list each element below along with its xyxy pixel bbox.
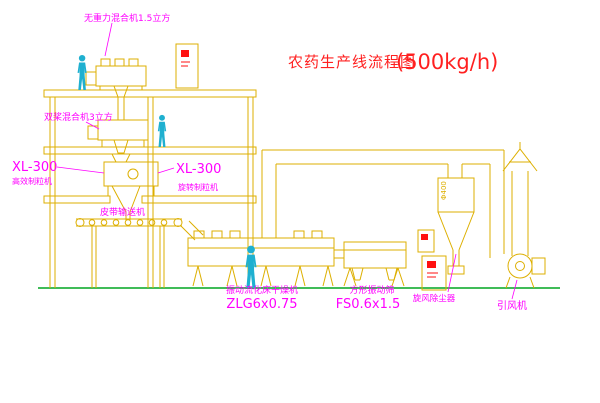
- leader-line: [447, 253, 457, 293]
- leader-line: [104, 22, 113, 57]
- cyclone-separator: Φ400: [437, 164, 475, 275]
- diagram-title-capacity: (500kg/h): [396, 50, 498, 74]
- cyclone-diameter-label: Φ400: [440, 181, 448, 200]
- mid-mixer: [87, 97, 149, 154]
- top-mixer: [85, 58, 147, 98]
- control-cabinet-right-lower: [421, 255, 447, 291]
- label-dryer-name: 振动流化床干燥机: [226, 284, 298, 296]
- person-icon: [157, 114, 167, 147]
- person-icon: [77, 54, 87, 90]
- label-fan: 引风机: [497, 299, 527, 312]
- label-cyclone: 旋风除尘器: [413, 293, 456, 304]
- fluid-bed-dryer: [187, 230, 335, 287]
- leader-line: [85, 121, 100, 130]
- exhaust-duct: [261, 149, 505, 258]
- leader-line: [511, 279, 518, 300]
- label-granulator-left-name: 高效制粒机: [12, 176, 52, 186]
- label-dryer-model: ZLG6x0.75: [226, 297, 297, 312]
- label-screen-name: 方形振动筛: [349, 284, 394, 296]
- person-icon: [245, 245, 257, 288]
- label-granulator-right-model: XL-300: [176, 162, 221, 177]
- leader-line: [157, 167, 175, 174]
- label-belt-conveyor: 皮带输送机: [100, 206, 145, 218]
- vibrating-screen: [334, 241, 407, 287]
- building-structure: [43, 89, 257, 288]
- diagram-title: 农药生产线流程图: [288, 53, 416, 71]
- label-granulator-left-model: XL-300: [12, 160, 57, 175]
- control-cabinet-top: [175, 43, 199, 89]
- leader-line: [56, 166, 105, 174]
- label-screen-model: FS0.6x1.5: [336, 297, 401, 312]
- label-granulator-right-name: 旋转制粒机: [178, 182, 218, 192]
- induced-draft-fan: [505, 253, 546, 289]
- belt-conveyor: [75, 218, 204, 288]
- label-mid-mixer: 双桨混合机3立方: [44, 111, 113, 123]
- control-cabinet-right-upper: [417, 229, 435, 253]
- exhaust-stack: [502, 142, 538, 256]
- granulator: [103, 153, 159, 220]
- label-top-mixer: 无重力混合机1.5立方: [84, 12, 170, 24]
